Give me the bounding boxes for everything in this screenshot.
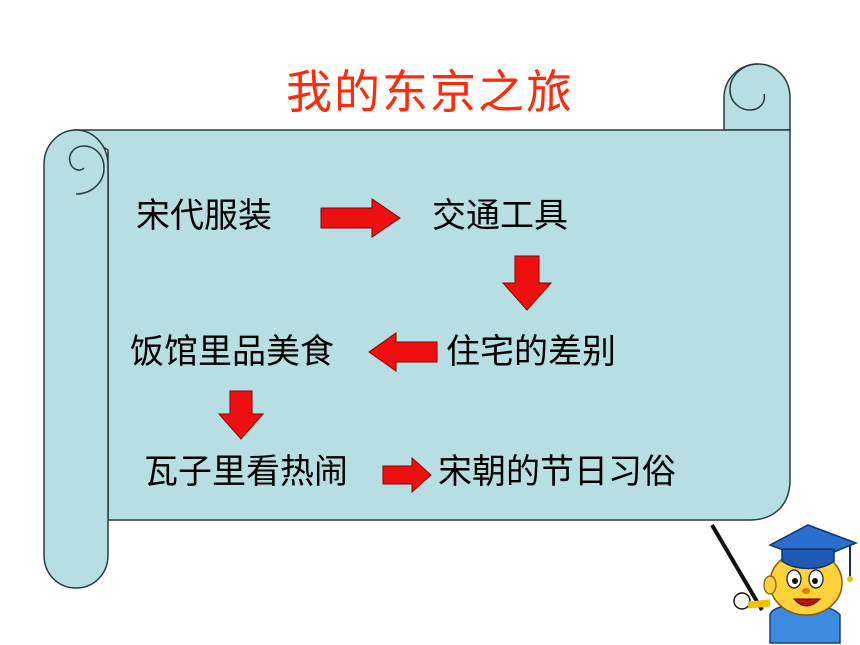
arrow-down-icon — [502, 255, 552, 311]
arrow-right-icon — [382, 457, 432, 493]
flow-item-song-festivals: 宋朝的节日习俗 — [438, 452, 676, 492]
slide-title: 我的东京之旅 — [286, 65, 574, 119]
arrow-left-icon — [368, 332, 438, 372]
scholar-boy-with-pointer-icon — [710, 523, 859, 644]
arrow-right-icon — [320, 198, 401, 238]
flow-item-transport: 交通工具 — [432, 196, 568, 236]
flow-item-song-clothing: 宋代服装 — [136, 196, 272, 236]
flow-item-restaurant-food: 饭馆里品美食 — [130, 332, 334, 372]
flow-item-wazi-entertainment: 瓦子里看热闹 — [144, 452, 348, 492]
arrow-down-icon — [218, 390, 264, 440]
flow-item-housing: 住宅的差别 — [446, 332, 616, 372]
